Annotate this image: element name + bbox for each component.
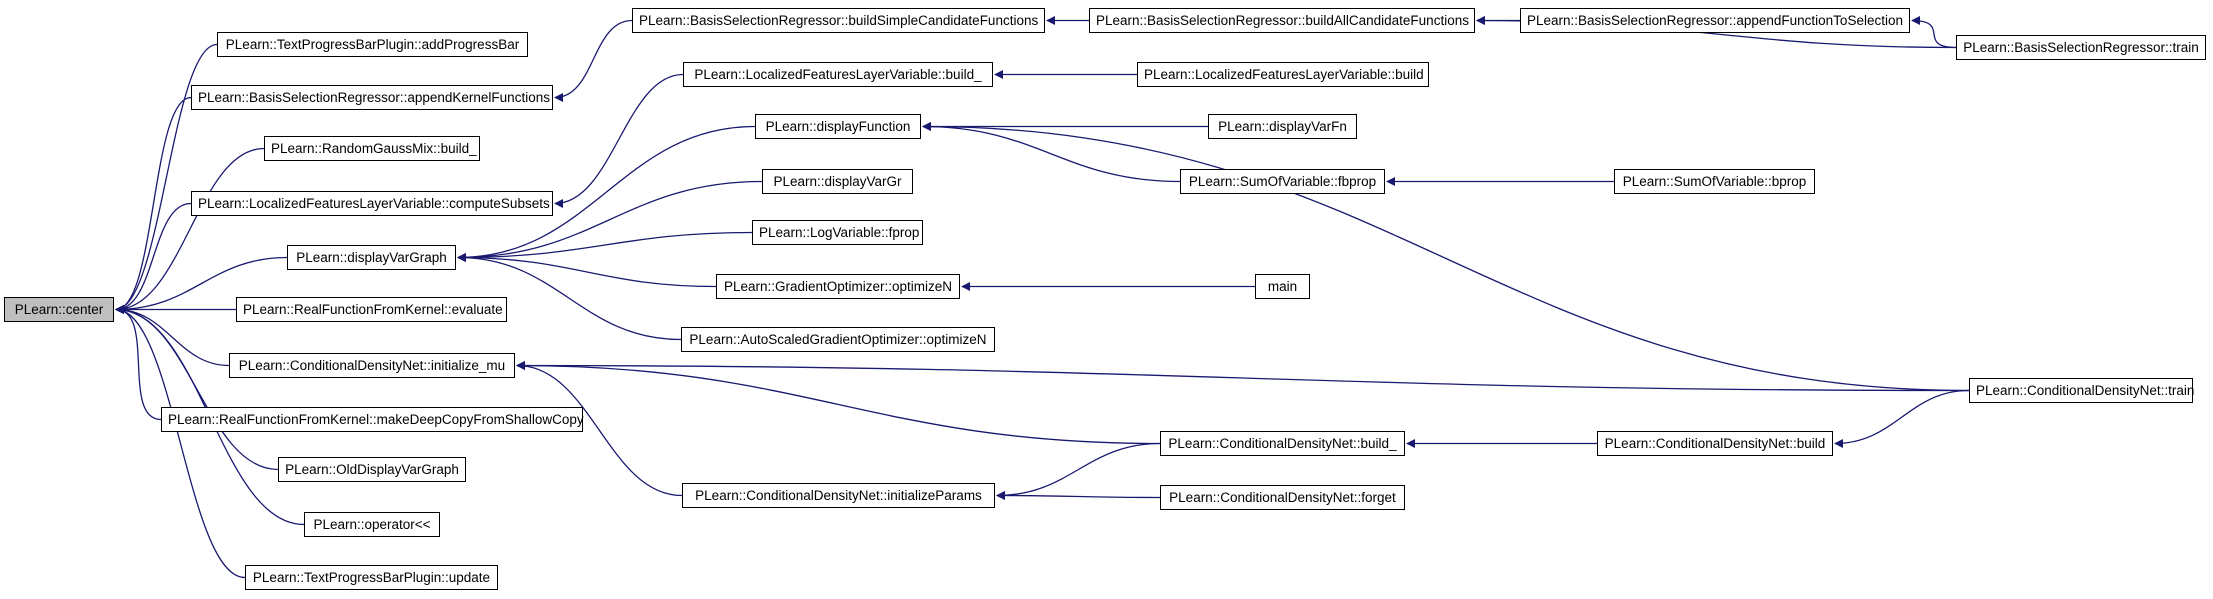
node-logVariable-fprop[interactable]: PLearn::LogVariable::fprop xyxy=(752,220,923,245)
node-rffk-makeDeepCopyFromShallowCopy[interactable]: PLearn::RealFunctionFromKernel::makeDeep… xyxy=(161,407,584,432)
node-cdn-forget[interactable]: PLearn::ConditionalDensityNet::forget xyxy=(1160,485,1405,510)
node-cdn-train[interactable]: PLearn::ConditionalDensityNet::train xyxy=(1969,378,2194,403)
node-oldDisplayVarGraph[interactable]: PLearn::OldDisplayVarGraph xyxy=(278,457,466,482)
edge-cdn_train-to-displayFunction xyxy=(922,122,1970,392)
edge-lflv_computeSubsets-to-center xyxy=(115,202,192,314)
edge-go_optimizeN-to-displayVarGraph xyxy=(457,253,717,288)
edge-tpb_addProgressBar-to-center xyxy=(115,43,218,314)
node-asgo-optimizeN[interactable]: PLearn::AutoScaledGradientOptimizer::opt… xyxy=(681,327,995,352)
node-displayVarGraph[interactable]: PLearn::displayVarGraph xyxy=(287,245,456,270)
edge-cdn_initializeParams-to-cdn_initialize_mu xyxy=(516,361,683,497)
node-tpb-addProgressBar[interactable]: PLearn::TextProgressBarPlugin::addProgre… xyxy=(217,32,528,57)
edge-rgm_build_-to-center xyxy=(115,147,265,314)
node-displayVarGr[interactable]: PLearn::displayVarGr xyxy=(762,169,913,194)
node-tpb-update[interactable]: PLearn::TextProgressBarPlugin::update xyxy=(245,565,498,590)
edge-rffk_makeDeepCopy-to-center xyxy=(115,305,162,421)
edge-cdn_train-to-cdn_build xyxy=(1834,389,1970,448)
node-cdn-initializeParams[interactable]: PLearn::ConditionalDensityNet::initializ… xyxy=(682,483,995,508)
node-bsr-appendKernelFunctions[interactable]: PLearn::BasisSelectionRegressor::appendK… xyxy=(191,85,553,110)
node-displayFunction[interactable]: PLearn::displayFunction xyxy=(755,114,921,139)
node-sov-bprop[interactable]: PLearn::SumOfVariable::bprop xyxy=(1614,169,1815,194)
node-cdn-build[interactable]: PLearn::ConditionalDensityNet::build xyxy=(1597,431,1833,456)
edge-cdn_forget-to-cdn_initializeParams xyxy=(996,491,1161,501)
edge-displayVarGr-to-displayVarGraph xyxy=(457,180,763,262)
edge-cdn_build_-to-cdn_initialize_mu xyxy=(516,361,1161,445)
node-bsr-appendFunctionToSelection[interactable]: PLearn::BasisSelectionRegressor::appendF… xyxy=(1520,8,1910,33)
node-operator-ltlt[interactable]: PLearn::operator<< xyxy=(304,512,440,537)
edge-logVariable_fprop-to-displayVarGraph xyxy=(457,231,753,262)
node-rffk-evaluate[interactable]: PLearn::RealFunctionFromKernel::evaluate xyxy=(236,297,507,322)
node-go-optimizeN[interactable]: PLearn::GradientOptimizer::optimizeN xyxy=(716,274,960,299)
edge-bsr_appendKernelFunctions-to-center xyxy=(115,96,192,314)
node-center: PLearn::center xyxy=(4,297,114,322)
node-bsr-buildAllCandidateFunctions[interactable]: PLearn::BasisSelectionRegressor::buildAl… xyxy=(1089,8,1475,33)
node-cdn-initialize_mu[interactable]: PLearn::ConditionalDensityNet::initializ… xyxy=(229,353,515,378)
edge-lflv_build_-to-lflv_computeSubsets xyxy=(554,73,684,208)
edge-asgo_optimizeN-to-displayVarGraph xyxy=(457,253,682,341)
node-sov-fbprop[interactable]: PLearn::SumOfVariable::fbprop xyxy=(1180,169,1385,194)
edge-displayFunction-to-displayVarGraph xyxy=(457,125,756,262)
edge-cdn_build_-to-cdn_initializeParams xyxy=(996,442,1161,500)
node-bsr-buildSimpleCandidateFunctions[interactable]: PLearn::BasisSelectionRegressor::buildSi… xyxy=(632,8,1045,33)
edge-tpb_update-to-center xyxy=(115,305,246,579)
node-cdn-build_[interactable]: PLearn::ConditionalDensityNet::build_ xyxy=(1160,431,1405,456)
edge-bsr_train-to-bsr_appendFunctionToSelection xyxy=(1911,16,1957,49)
node-rgm-build_[interactable]: PLearn::RandomGaussMix::build_ xyxy=(264,136,480,161)
node-lflv-build_[interactable]: PLearn::LocalizedFeaturesLayerVariable::… xyxy=(683,62,993,87)
node-lflv-build[interactable]: PLearn::LocalizedFeaturesLayerVariable::… xyxy=(1137,62,1429,87)
edge-cdn_train-to-cdn_initialize_mu xyxy=(516,361,1970,392)
node-lflv-computeSubsets[interactable]: PLearn::LocalizedFeaturesLayerVariable::… xyxy=(191,191,553,216)
node-displayVarFn[interactable]: PLearn::displayVarFn xyxy=(1208,114,1357,139)
node-main[interactable]: main xyxy=(1255,274,1310,299)
edge-sov_fbprop-to-displayFunction xyxy=(922,122,1181,183)
node-bsr-train[interactable]: PLearn::BasisSelectionRegressor::train xyxy=(1956,35,2206,60)
edge-displayVarGraph-to-center xyxy=(115,256,288,314)
edge-bsr_buildSimpleCandidateFunctions-to-bsr_appendKernelFunctions xyxy=(554,19,633,102)
